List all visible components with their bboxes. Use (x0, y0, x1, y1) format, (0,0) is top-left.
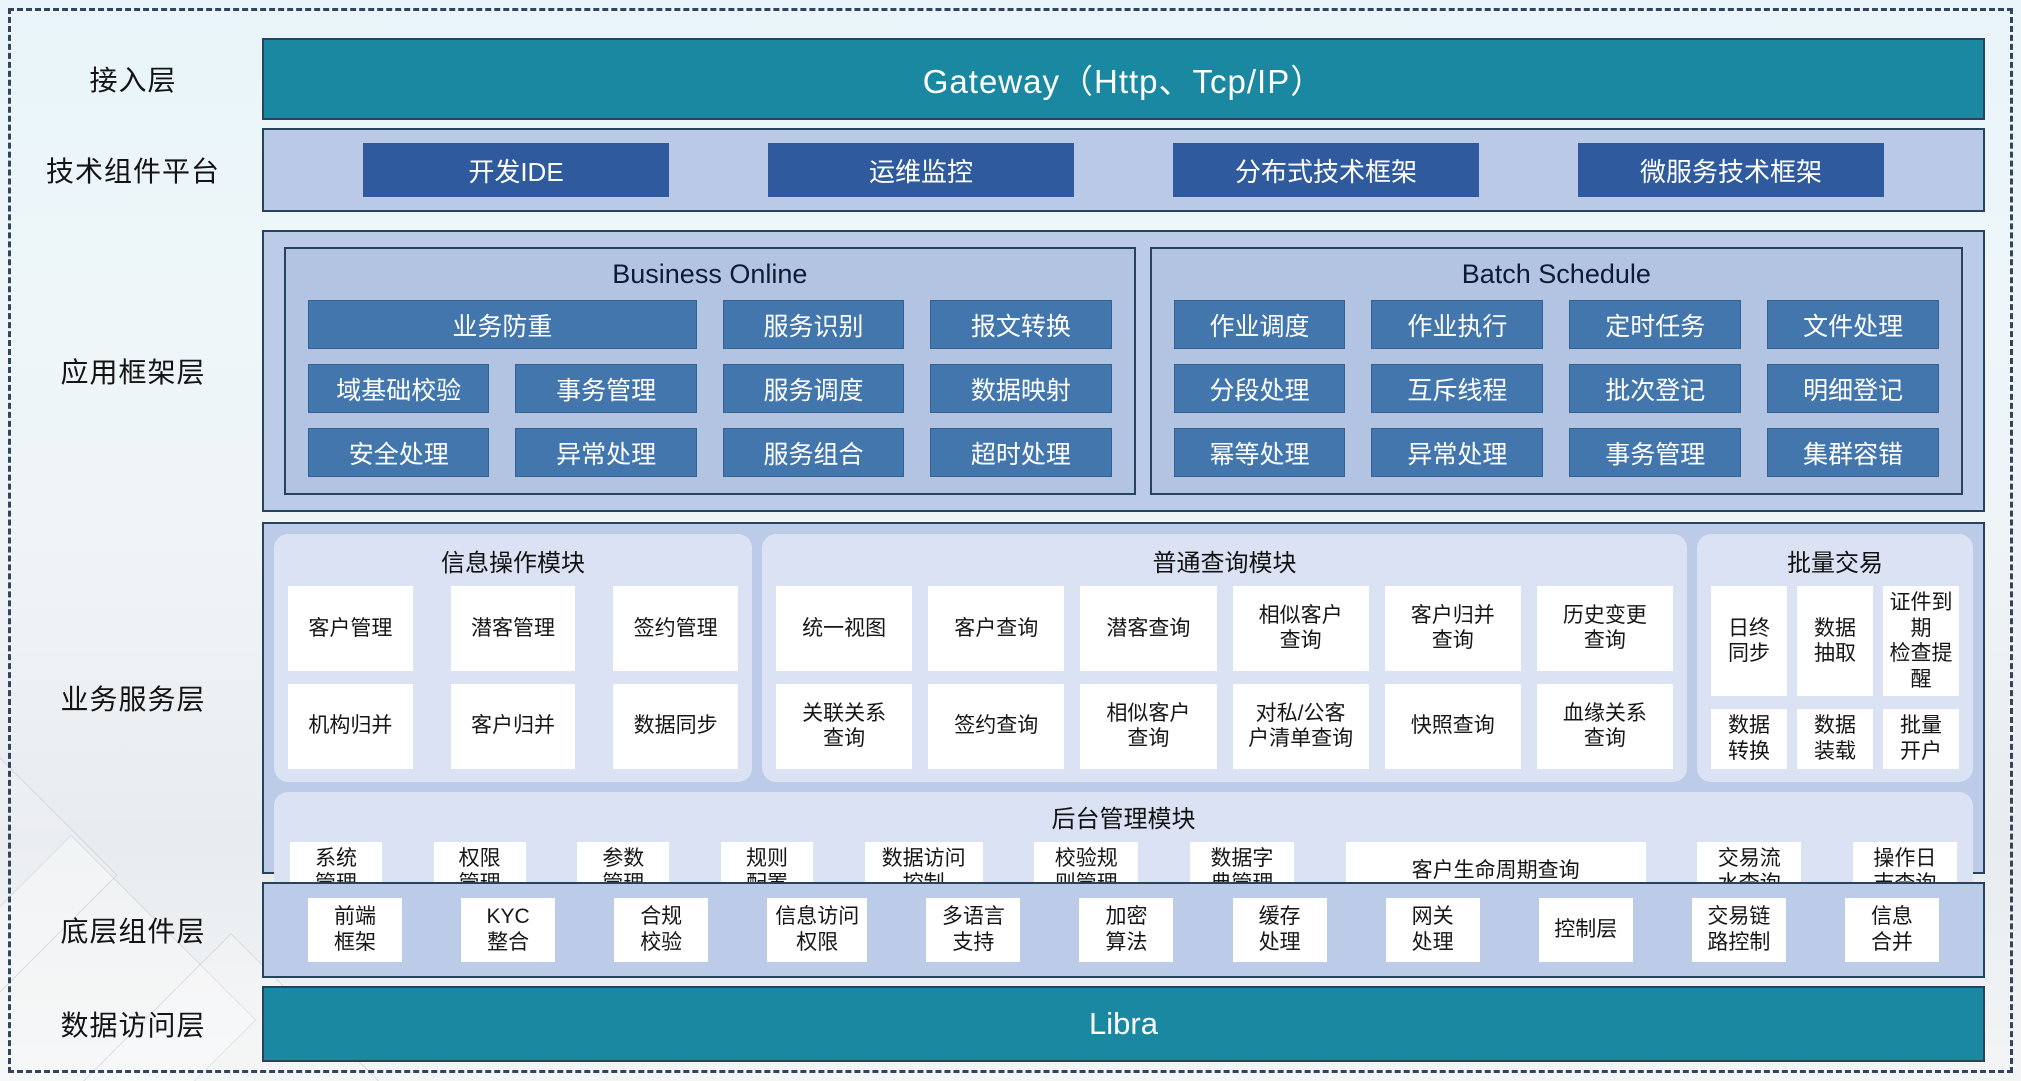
fw-item: 文件处理 (1767, 300, 1939, 349)
tech-platform-bar: 开发IDE 运维监控 分布式技术框架 微服务技术框架 (262, 128, 1985, 212)
fw-item: 作业执行 (1371, 300, 1544, 349)
fw-item: 报文转换 (930, 300, 1112, 349)
fw-item: 服务调度 (722, 364, 905, 413)
service-item: 数据 装载 (1797, 709, 1873, 769)
fw-item: 事务管理 (1569, 428, 1742, 477)
fw-item: 互斥线程 (1371, 364, 1544, 413)
service-item: 客户归并 查询 (1384, 586, 1521, 671)
service-item: 客户查询 (928, 586, 1065, 671)
fw-item: 数据映射 (930, 364, 1112, 413)
base-item: 加密 算法 (1079, 898, 1174, 962)
layer-label-base: 底层组件层 (60, 916, 206, 947)
fw-item: 幂等处理 (1173, 428, 1346, 477)
fw-item: 服务组合 (722, 428, 905, 477)
base-components-layer: 前端 框架 KYC 整合 合规 校验 信息访问 权限 多语言 支持 加密 算法 … (262, 882, 1985, 978)
data-access-layer-bar: Libra (262, 986, 1985, 1062)
fw-item: 业务防重 (308, 300, 697, 349)
base-item: 缓存 处理 (1232, 898, 1327, 962)
fw-item: 集群容错 (1767, 428, 1939, 477)
service-item: 快照查询 (1384, 683, 1521, 769)
service-item: 签约查询 (928, 683, 1065, 769)
fw-item: 明细登记 (1767, 364, 1939, 413)
fw-item: 批次登记 (1569, 364, 1742, 413)
layer-label-tech: 技术组件平台 (45, 156, 220, 187)
base-item: 控制层 (1538, 898, 1633, 962)
batch-schedule-title: Batch Schedule (1461, 259, 1651, 289)
business-online-grid: 业务防重 服务识别 报文转换 域基础校验 事务管理 服务调度 数据映射 安全处理… (308, 300, 1112, 477)
fw-item: 域基础校验 (308, 364, 490, 413)
business-online-group: Business Online 业务防重 服务识别 报文转换 域基础校验 事务管… (284, 247, 1136, 495)
service-item: 相似客户 查询 (1080, 683, 1217, 769)
service-item: 数据同步 (613, 683, 738, 769)
service-item: 批量 开户 (1883, 709, 1959, 769)
service-item: 历史变更 查询 (1536, 586, 1673, 671)
fw-item: 异常处理 (1371, 428, 1544, 477)
fw-item: 作业调度 (1173, 300, 1346, 349)
service-item: 数据 转换 (1711, 709, 1787, 769)
layer-label-data: 数据访问层 (60, 1010, 206, 1041)
service-item: 客户归并 (450, 683, 576, 769)
business-service-layer: 信息操作模块 客户管理 潜客管理 签约管理 机构归并 客户归并 数据同步 普通查… (262, 522, 1985, 910)
batch-trade-module: 批量交易 日终 同步 数据 抽取 证件到期 检查提醒 数据 转换 数据 装载 批… (1697, 534, 1973, 782)
layer-label-appfw: 应用框架层 (60, 357, 206, 388)
service-item: 潜客查询 (1080, 586, 1217, 671)
fw-item: 异常处理 (515, 428, 697, 477)
fw-item: 定时任务 (1569, 300, 1742, 349)
business-online-title: Business Online (612, 259, 808, 289)
info-module-grid: 客户管理 潜客管理 签约管理 机构归并 客户归并 数据同步 (288, 586, 738, 769)
general-query-module: 普通查询模块 统一视图 客户查询 潜客查询 相似客户 查询 客户归并 查询 历史… (762, 534, 1687, 782)
layer-label-service: 业务服务层 (60, 684, 206, 715)
base-item: 合规 校验 (614, 898, 709, 962)
tech-item-dev-ide: 开发IDE (363, 143, 669, 197)
base-item: 网关 处理 (1385, 898, 1480, 962)
fw-item: 超时处理 (930, 428, 1112, 477)
query-module-title: 普通查询模块 (1152, 550, 1297, 577)
fw-item: 服务识别 (722, 300, 905, 349)
tech-item-microservice-fw: 微服务技术框架 (1578, 143, 1884, 197)
admin-module-title: 后台管理模块 (1051, 805, 1196, 833)
batch-schedule-grid: 作业调度 作业执行 定时任务 文件处理 分段处理 互斥线程 批次登记 明细登记 … (1173, 300, 1939, 477)
query-module-grid: 统一视图 客户查询 潜客查询 相似客户 查询 客户归并 查询 历史变更 查询 关… (776, 586, 1673, 769)
base-item: 多语言 支持 (926, 898, 1021, 962)
service-item: 血缘关系 查询 (1536, 683, 1673, 769)
service-item: 数据 抽取 (1797, 586, 1873, 697)
tech-item-ops-monitor: 运维监控 (768, 143, 1074, 197)
app-framework-layer: Business Online 业务防重 服务识别 报文转换 域基础校验 事务管… (262, 230, 1985, 512)
info-operation-module: 信息操作模块 客户管理 潜客管理 签约管理 机构归并 客户归并 数据同步 (274, 534, 752, 782)
service-item: 关联关系 查询 (776, 683, 913, 769)
service-item: 统一视图 (776, 586, 913, 671)
fw-item: 安全处理 (308, 428, 490, 477)
libra-title: Libra (1089, 1006, 1158, 1041)
service-item: 签约管理 (613, 586, 738, 671)
batch-module-grid: 日终 同步 数据 抽取 证件到期 检查提醒 数据 转换 数据 装载 批量 开户 (1711, 586, 1959, 769)
base-item: 交易链 路控制 (1691, 898, 1786, 962)
service-item: 潜客管理 (450, 586, 576, 671)
access-layer-bar: Gateway（Http、Tcp/IP） (262, 38, 1985, 120)
base-item: 信息访问 权限 (767, 898, 868, 962)
service-item: 机构归并 (288, 683, 413, 769)
fw-item: 事务管理 (515, 364, 697, 413)
service-item: 相似客户 查询 (1232, 586, 1369, 671)
base-item: 前端 框架 (308, 898, 402, 962)
service-item: 日终 同步 (1711, 586, 1787, 697)
layer-label-access: 接入层 (89, 65, 177, 96)
base-item: KYC 整合 (461, 898, 556, 962)
batch-module-title: 批量交易 (1787, 550, 1883, 577)
batch-schedule-group: Batch Schedule 作业调度 作业执行 定时任务 文件处理 分段处理 … (1149, 247, 1963, 495)
service-item: 客户管理 (288, 586, 413, 671)
info-module-title: 信息操作模块 (441, 550, 585, 577)
tech-item-distributed-fw: 分布式技术框架 (1173, 143, 1479, 197)
base-item: 信息 合并 (1844, 898, 1939, 962)
service-modules-row: 信息操作模块 客户管理 潜客管理 签约管理 机构归并 客户归并 数据同步 普通查… (274, 534, 1973, 782)
fw-item: 分段处理 (1173, 364, 1346, 413)
gateway-title: Gateway（Http、Tcp/IP） (922, 63, 1325, 100)
service-item: 证件到期 检查提醒 (1883, 586, 1959, 697)
service-item: 对私/公客 户清单查询 (1232, 683, 1369, 769)
